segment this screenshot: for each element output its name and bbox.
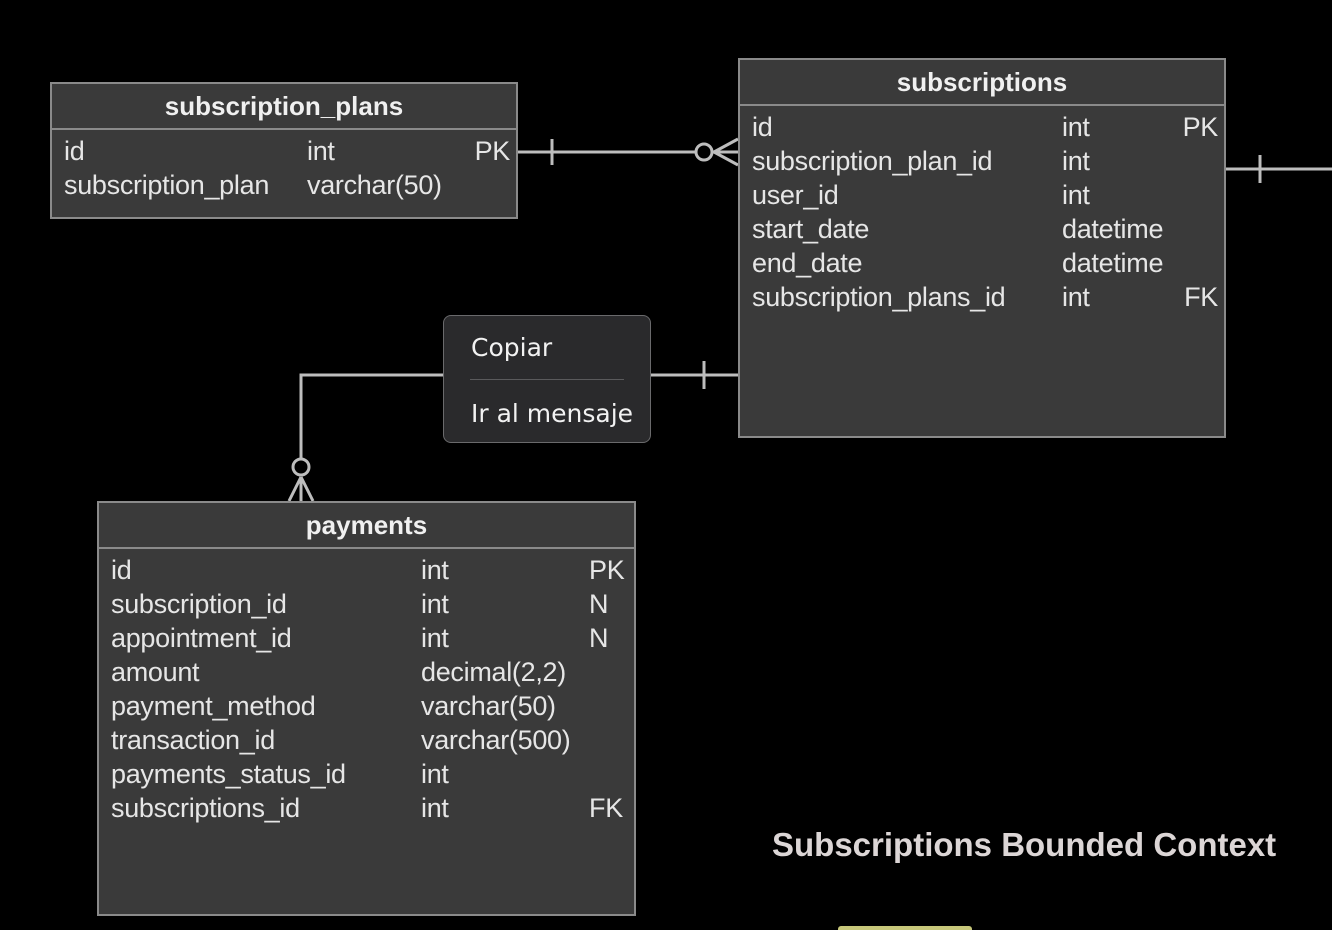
attribute-name: id <box>752 111 773 142</box>
attribute-type: datetime <box>1062 247 1164 278</box>
attribute-type: datetime <box>1062 213 1164 244</box>
attribute-row: subscription_plan varchar(50) <box>52 168 516 202</box>
attribute-type: int <box>421 622 449 653</box>
attribute-name: subscription_id <box>111 588 287 619</box>
attribute-name: payments_status_id <box>111 758 346 789</box>
attribute-type: varchar(50) <box>421 690 556 721</box>
attribute-key: PK <box>589 554 625 585</box>
attribute-type: int <box>1062 145 1090 176</box>
entity-attributes: id int PK subscription_plan varchar(50) <box>52 130 516 202</box>
partial-element <box>838 926 972 930</box>
menu-item-copy[interactable]: Copiar <box>471 333 553 362</box>
attribute-row: amount decimal(2,2) <box>99 655 634 689</box>
attribute-key: PK <box>474 135 511 166</box>
attribute-row: payments_status_id int <box>99 757 634 791</box>
attribute-type: int <box>421 588 449 619</box>
entity-title: subscriptions <box>740 60 1224 106</box>
attribute-name: transaction_id <box>111 724 275 755</box>
attribute-key: FK <box>589 792 623 823</box>
crowfoot-left <box>287 476 303 502</box>
attribute-type: int <box>1062 281 1090 312</box>
attribute-name: appointment_id <box>111 622 292 653</box>
attribute-key: FK <box>1184 281 1218 312</box>
attribute-type: int <box>421 758 449 789</box>
zero-marker <box>694 142 714 162</box>
attribute-row: payment_method varchar(50) <box>99 689 634 723</box>
attribute-name: subscriptions_id <box>111 792 300 823</box>
attribute-name: subscription_plan_id <box>752 145 993 176</box>
attribute-type: varchar(50) <box>307 169 442 200</box>
attribute-type: decimal(2,2) <box>421 656 566 687</box>
attribute-key: PK <box>1182 111 1219 142</box>
crowfoot-lower <box>713 150 739 167</box>
attribute-row: end_date datetime <box>740 246 1224 280</box>
attribute-type: int <box>1062 111 1090 142</box>
attribute-row: subscription_plan_id int <box>740 144 1224 178</box>
attribute-row: subscriptions_id int FK <box>99 791 634 825</box>
attribute-row: id int PK <box>52 134 516 168</box>
attribute-name: id <box>111 554 132 585</box>
attribute-row: id int PK <box>740 110 1224 144</box>
attribute-type: int <box>307 135 335 166</box>
attribute-row: appointment_id int N <box>99 621 634 655</box>
attribute-row: user_id int <box>740 178 1224 212</box>
entity-title: payments <box>99 503 634 549</box>
attribute-row: id int PK <box>99 553 634 587</box>
crowfoot-upper <box>713 137 739 154</box>
attribute-name: amount <box>111 656 200 687</box>
attribute-name: start_date <box>752 213 870 244</box>
attribute-name: payment_method <box>111 690 316 721</box>
attribute-row: transaction_id varchar(500) <box>99 723 634 757</box>
attribute-row: subscription_id int N <box>99 587 634 621</box>
context-menu: Copiar Ir al mensaje <box>443 315 651 443</box>
entity-title: subscription_plans <box>52 84 516 130</box>
diagram-caption: Subscriptions Bounded Context <box>772 826 1277 863</box>
attribute-key: N <box>589 588 609 619</box>
attribute-name: end_date <box>752 247 863 278</box>
zero-marker <box>291 457 311 477</box>
attribute-name: subscription_plans_id <box>752 281 1006 312</box>
attribute-key: N <box>589 622 609 653</box>
attribute-row: subscription_plans_id int FK <box>740 280 1224 314</box>
attribute-name: subscription_plan <box>64 169 270 200</box>
attribute-type: int <box>421 554 449 585</box>
attribute-name: user_id <box>752 179 839 210</box>
attribute-type: varchar(500) <box>421 724 571 755</box>
attribute-row: start_date datetime <box>740 212 1224 246</box>
menu-item-go-to-message[interactable]: Ir al mensaje <box>471 399 634 428</box>
menu-separator <box>470 379 624 380</box>
attribute-name: id <box>64 135 85 166</box>
attribute-type: int <box>421 792 449 823</box>
attribute-type: int <box>1062 179 1090 210</box>
crowfoot-right <box>299 476 315 502</box>
